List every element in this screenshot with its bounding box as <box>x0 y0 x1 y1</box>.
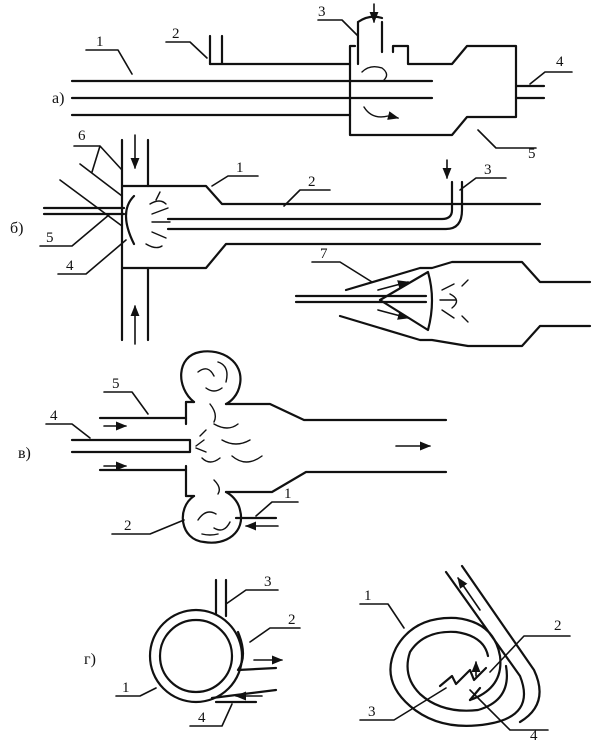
callout-b-3: 3 <box>484 162 492 178</box>
callout-a-3: 3 <box>318 4 326 20</box>
chamber-b <box>120 184 542 270</box>
inlet-bottom <box>120 266 150 342</box>
tube-1 <box>70 79 434 100</box>
angled-inlets-6 <box>59 163 123 227</box>
body-v <box>184 400 448 498</box>
spiral-outer <box>389 570 526 727</box>
cone-7 <box>378 270 434 332</box>
callout-v-2: 2 <box>124 518 132 534</box>
callout-gr-2: 2 <box>554 618 562 634</box>
callout-b-6: 6 <box>78 128 86 144</box>
callout-a-5: 5 <box>528 146 536 162</box>
tube-4-v <box>70 438 192 454</box>
callout-a-4: 4 <box>556 54 564 70</box>
nozzle-5 <box>42 206 126 216</box>
section-a-label: а) <box>52 90 64 107</box>
callout-b-7: 7 <box>320 246 328 262</box>
callout-a-2: 2 <box>172 26 180 42</box>
callout-gl-3: 3 <box>264 574 272 590</box>
section-g-label: г) <box>84 651 96 668</box>
callout-v-4: 4 <box>50 408 58 424</box>
torus-top <box>180 350 242 406</box>
callout-gr-1: 1 <box>364 588 372 604</box>
section-b-label: б) <box>10 220 23 237</box>
callout-a-1: 1 <box>96 34 104 50</box>
callout-gl-1: 1 <box>122 680 130 696</box>
tube-2-b <box>166 180 464 231</box>
tube-7 <box>294 294 428 304</box>
callout-gl-2: 2 <box>288 612 296 628</box>
callout-gr-3: 3 <box>368 704 376 720</box>
tube-5-v <box>98 416 188 472</box>
inlet-pipe-3 <box>356 15 384 66</box>
callout-b-2: 2 <box>308 174 316 190</box>
nozzle-4 <box>514 84 546 100</box>
callout-gr-4: 4 <box>530 728 538 744</box>
torus-bottom <box>181 490 243 544</box>
callout-b-1: 1 <box>236 160 244 176</box>
inlet-top <box>120 138 150 188</box>
subfigure-7: 7 <box>294 246 592 348</box>
callout-gl-4: 4 <box>198 710 206 726</box>
callout-b-4: 4 <box>66 258 74 274</box>
section-a: а) 1 2 3 4 5 <box>52 3 573 162</box>
section-g: г) 3 2 1 4 1 2 3 4 <box>84 564 571 744</box>
callout-v-5: 5 <box>112 376 120 392</box>
swirl-a <box>361 65 389 118</box>
deflector-4 <box>124 194 136 246</box>
ring-outer-left <box>148 608 244 704</box>
inlet-3-left <box>214 578 228 618</box>
tube-2 <box>70 34 352 117</box>
section-v-label: в) <box>18 445 31 462</box>
flame-v <box>195 403 263 495</box>
section-b: б) 6 1 2 3 5 4 <box>10 128 592 348</box>
chamber-5 <box>348 44 518 137</box>
callout-b-5: 5 <box>46 230 54 246</box>
ring-inner-left <box>158 618 234 694</box>
spray-b <box>145 191 171 249</box>
callout-v-1: 1 <box>284 486 292 502</box>
section-v: в) 5 4 1 2 <box>18 350 448 544</box>
